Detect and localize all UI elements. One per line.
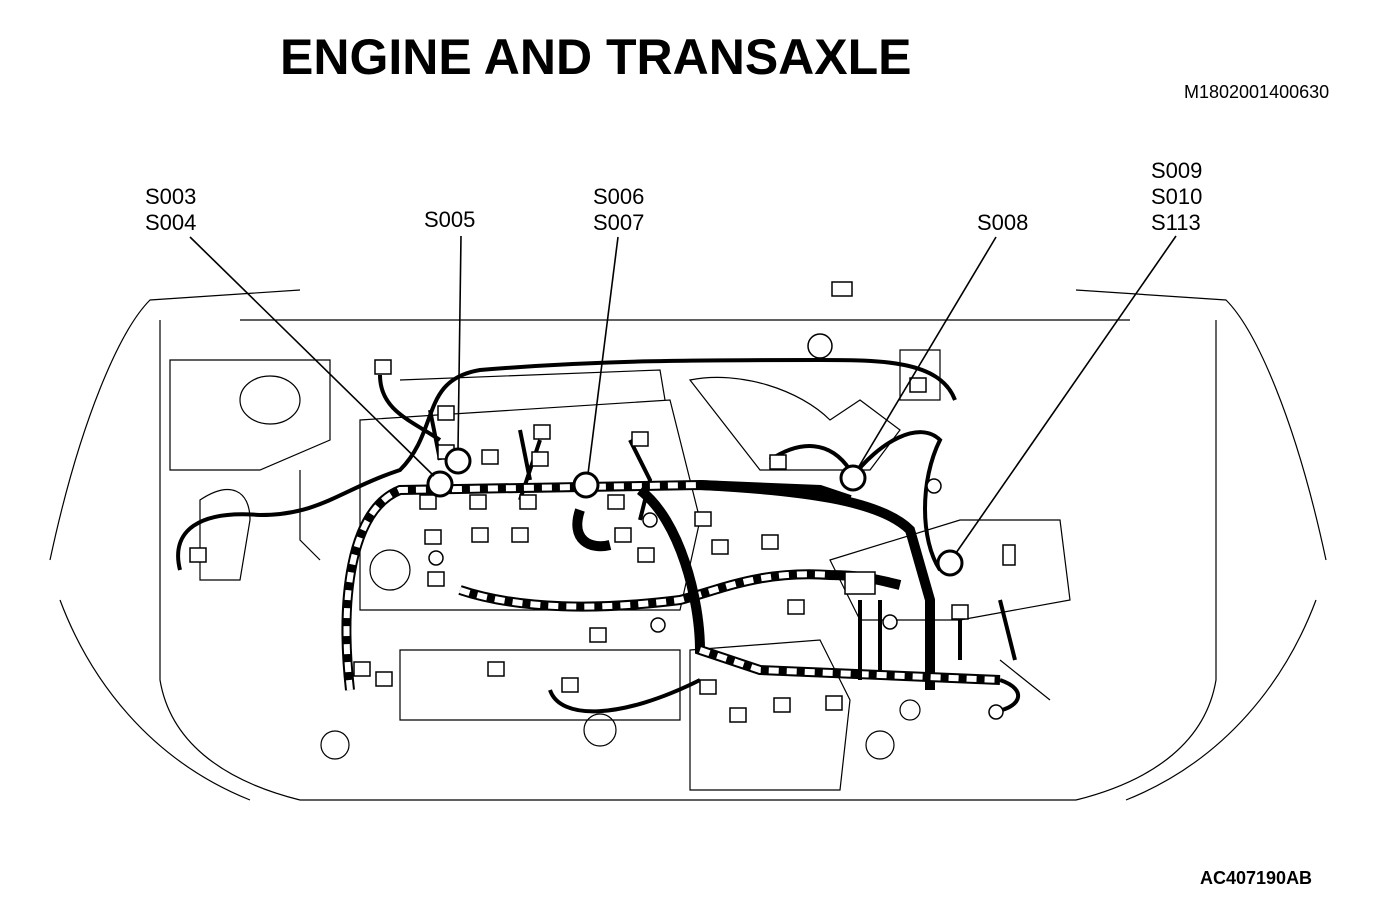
splice-s006-s007 [572,471,600,499]
callout-label: S004 [145,210,196,235]
connector [561,677,579,693]
connector [637,547,655,563]
splice-s005 [444,447,472,475]
splice-s008 [839,464,867,492]
connector [519,494,537,510]
connector [773,697,791,713]
grommet [807,333,833,359]
connector [424,529,442,545]
connector [353,661,371,677]
connector [729,707,747,723]
wiring-harness [176,358,1021,714]
diagram-title: ENGINE AND TRANSAXLE [280,29,912,85]
connector [1002,544,1016,566]
callout-label: S008 [977,210,1028,235]
figure-code: AC407190AB [1200,868,1313,888]
callout-label: S113 [1151,210,1201,235]
connector [787,599,805,615]
connector [374,359,392,375]
connectors [189,281,1016,723]
connector [694,511,712,527]
connector [607,494,625,510]
splice-s003-s004 [426,470,454,498]
connector [437,405,455,421]
callout-label: S005 [424,207,475,232]
ground-terminal [650,617,666,633]
ground-terminal [988,704,1004,720]
connector [531,451,549,467]
ground-terminal [926,478,942,494]
ground-terminal [642,512,658,528]
connector [711,539,729,555]
callout-label: S010 [1151,184,1202,209]
callout-label: S007 [593,210,644,235]
connector [909,377,927,393]
connector [427,571,445,587]
ground-terminal [428,550,444,566]
connector [825,695,843,711]
ground-terminal [882,614,898,630]
splice-s009-s010-s113 [936,549,964,577]
connector [699,679,717,695]
connector [631,431,649,447]
connector [844,571,876,595]
connector [831,281,853,297]
connector [511,527,529,543]
connector [487,661,505,677]
vehicle-body-outline [49,289,1327,801]
connector [614,527,632,543]
callout-label: S003 [145,184,196,209]
connector [469,494,487,510]
document-code: M1802001400630 [1184,82,1330,102]
connector [481,449,499,465]
callout-label: S006 [593,184,644,209]
connector [761,534,779,550]
connector [769,454,787,470]
connector [189,547,207,563]
callout-leader-lines [189,235,1177,554]
connector [419,494,437,510]
callout-label: S009 [1151,158,1202,183]
connector [375,671,393,687]
connector [951,604,969,620]
connector [589,627,607,643]
connector [533,424,551,440]
connector [471,527,489,543]
